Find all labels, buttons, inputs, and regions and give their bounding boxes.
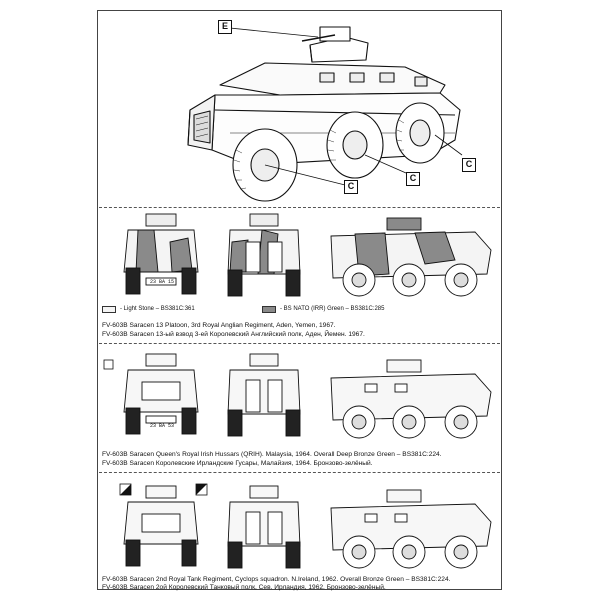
scheme2-front-view [123,353,199,435]
saracen-perspective-drawing [187,26,463,202]
scheme3-caption-en: FV-603B Saracen 2nd Royal Tank Regiment,… [102,576,451,583]
scheme2-caption-ru: FV-603B Saracen Королевские Ирландские Г… [102,460,373,467]
light-stone-swatch [102,306,116,313]
scheme2-side-view [330,359,492,439]
scheme3-tactical-sign-left [119,483,132,496]
scheme2-plate: 23 BA 53 [150,423,175,429]
scheme3-caption-ru: FV-603B Saracen 2ой Королевский Танковый… [102,584,386,591]
scheme3-rear-view [227,485,301,569]
section-divider-1 [99,207,500,208]
sheet-border [97,10,502,590]
scheme1-front-view [123,213,199,295]
scheme1-plate: 23 BA 15 [150,279,175,285]
light-stone-label: - Light Stone – BS381C:361 [120,306,195,312]
scheme3-tactical-sign-right [195,483,208,496]
scheme3-side-view [330,489,492,569]
scheme1-side-view [330,217,492,297]
color-legend: - Light Stone – BS381C:361 - BS NATO (IR… [102,306,498,316]
nato-green-label: - BS NATO (IRR) Green – BS381C:285 [280,306,385,312]
scheme2-caption-en: FV-603B Saracen Queen's Royal Irish Huss… [102,451,442,458]
callout-wheel-mid: C [406,172,420,186]
callout-wheel-rear: C [462,158,476,172]
section-divider-2 [99,343,500,344]
section-divider-3 [99,472,500,473]
scheme2-unit-sign-left [103,359,114,370]
scheme3-front-view [123,485,199,567]
scheme1-rear-view [227,213,301,297]
nato-green-swatch [262,306,276,313]
callout-wheel-front: C [344,180,358,194]
scheme2-rear-view [227,353,301,437]
scheme1-caption-en: FV-603B Saracen 13 Platoon, 3rd Royal An… [102,322,336,329]
callout-turret: E [218,20,232,34]
scheme1-caption-ru: FV-603B Saracen 13-ый взвод 3-ей Королев… [102,331,365,338]
